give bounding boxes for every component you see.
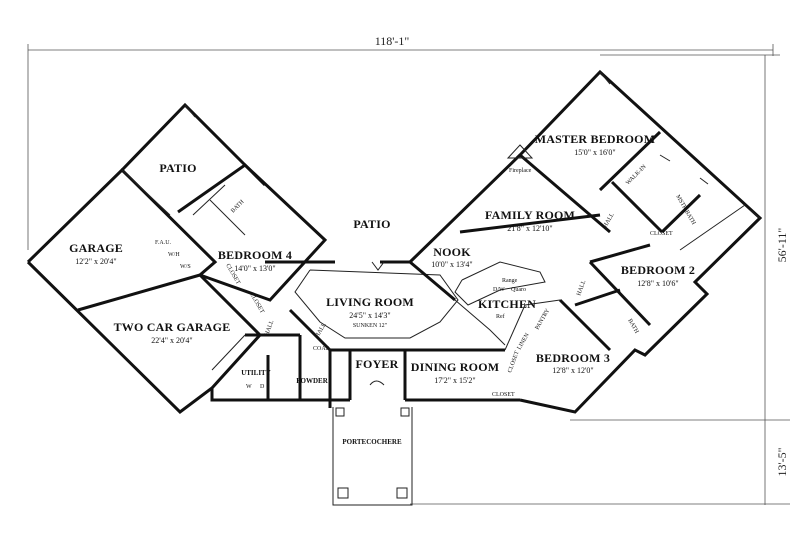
room-patio-left: PATIO — [159, 161, 196, 175]
room-bedroom-3: BEDROOM 3 — [536, 351, 610, 365]
label-ws: W/S — [180, 264, 191, 270]
right-wing-walls — [408, 69, 763, 414]
room-powder: POWDER — [296, 377, 328, 385]
overall-width-dimension: 118'-1" — [375, 34, 410, 48]
room-garage: GARAGE — [69, 241, 123, 255]
label-dryer: D — [260, 384, 265, 390]
room-utility: UTILITY — [241, 369, 271, 377]
room-nook-size: 10'0" x 13'4" — [431, 260, 472, 269]
label-quaro: Quaro — [511, 287, 526, 293]
label-fau: F.A.U. — [155, 240, 172, 246]
room-dining-room: DINING ROOM — [411, 360, 500, 374]
label-fireplace: Fireplace — [509, 168, 532, 174]
label-range: Range — [502, 278, 518, 284]
room-family-room-size: 21'8" x 12'10" — [507, 224, 552, 233]
room-foyer: FOYER — [356, 357, 399, 371]
room-bedroom-4-size: 14'0" x 13'0" — [234, 264, 275, 273]
label-ref: Ref — [496, 313, 505, 320]
room-portecochere: PORTECOCHERE — [342, 438, 402, 446]
room-nook: NOOK — [433, 245, 471, 259]
room-master-bedroom: MASTER BEDROOM — [535, 132, 655, 146]
room-living-room-note: SUNKEN 12" — [353, 323, 388, 329]
label-bath-left: BATH — [230, 199, 246, 215]
label-washer: W — [246, 384, 252, 390]
label-linen: LINEN — [517, 332, 532, 351]
room-two-car-garage-size: 22'4" x 20'4" — [151, 336, 192, 345]
label-dw: D/W — [493, 287, 505, 293]
label-bath-right: BATH — [626, 318, 639, 335]
left-wing-walls — [26, 102, 332, 414]
label-hall-right: HALL — [603, 212, 616, 229]
label-closet-mstr: CLOSET — [650, 231, 673, 237]
room-labels: PATIO PATIO GARAGE 12'2" x 20'4" TWO CAR… — [69, 132, 695, 446]
label-pantry: PANTRY — [535, 307, 552, 331]
room-master-bedroom-size: 15'0" x 16'0" — [574, 148, 615, 157]
label-closet-dining: CLOSET — [492, 392, 515, 398]
right-depth-dimension: 56'-11" — [775, 228, 789, 263]
room-bedroom-4: BEDROOM 4 — [218, 248, 292, 262]
room-living-room-size: 24'5" x 14'3" — [349, 311, 390, 320]
label-hall-left: HALL — [264, 319, 275, 336]
label-hall-left2: HALL — [315, 322, 328, 339]
door-swings — [184, 71, 761, 386]
dimension-lines — [27, 44, 790, 505]
room-patio-center: PATIO — [353, 217, 390, 231]
room-bedroom-2-size: 12'8" x 10'6" — [637, 279, 678, 288]
room-family-room: FAMILY ROOM — [485, 208, 575, 222]
room-bedroom-3-size: 12'8" x 12'0" — [552, 366, 593, 375]
room-kitchen: KITCHEN — [478, 297, 536, 311]
label-mstr-bath: MSTR BATH — [674, 194, 696, 227]
center-walls — [265, 260, 520, 506]
room-living-room: LIVING ROOM — [326, 295, 414, 309]
label-hall-right2: HALL — [576, 279, 587, 296]
room-dining-room-size: 17'2" x 15'2" — [434, 376, 475, 385]
label-wh: W/H — [168, 252, 180, 258]
room-garage-size: 12'2" x 20'4" — [75, 257, 116, 266]
label-walk-in: WALK-IN — [625, 164, 648, 187]
room-bedroom-2: BEDROOM 2 — [621, 263, 695, 277]
label-coat: COAT — [313, 346, 329, 352]
room-two-car-garage: TWO CAR GARAGE — [114, 320, 231, 334]
label-closet-b3: CLOSET — [507, 350, 521, 374]
porte-depth-dimension: 13'-5" — [775, 447, 789, 476]
